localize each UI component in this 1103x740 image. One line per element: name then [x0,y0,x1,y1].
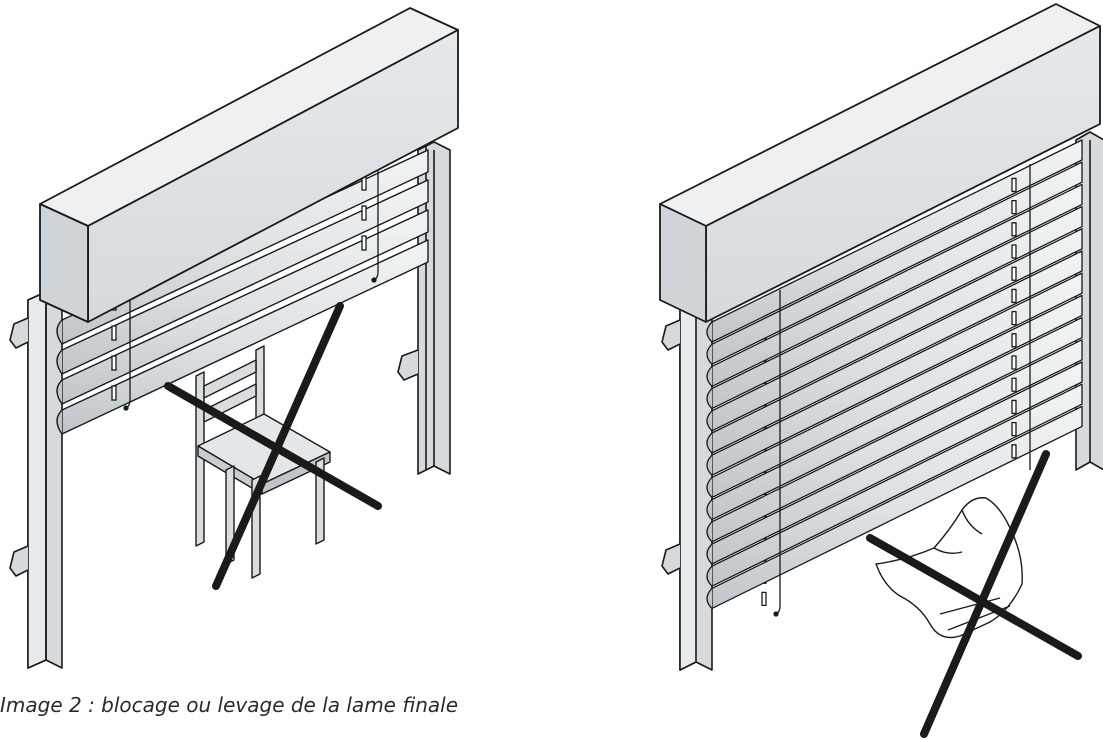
slat-curl [706,499,713,521]
roller-box-right [659,3,1101,323]
slats-left [56,149,429,435]
slat-curl [706,343,713,365]
slat-curl [706,587,713,609]
cord-slot [1011,377,1017,392]
cord-slot [1011,222,1017,237]
cords-right [773,164,1031,617]
roller-box-left [39,7,459,323]
slat-curl [706,321,713,343]
slat-curl [706,454,713,476]
cord-slot [1011,199,1017,215]
blind-left [9,7,459,669]
cord-slot [1011,177,1017,193]
blind-right [659,3,1103,738]
cord-slot [761,591,767,607]
slat-curl [706,476,713,498]
slat-curl [706,543,713,565]
cord-slot [1011,244,1017,259]
chair-icon [195,345,331,579]
cross-right [866,450,1082,738]
cord-slot [1011,333,1017,348]
figure-caption: Image 2 : blocage ou levage de la lame f… [0,693,459,717]
left-post-right [661,297,713,671]
cord-slot [1011,310,1017,326]
slat-curl [706,432,713,454]
slat-curl [706,365,713,387]
cross-left [164,302,382,590]
right-post-right [1075,131,1103,471]
slat-curl [706,388,713,410]
cord-slot [1011,444,1017,459]
slats-right [706,139,1083,610]
slat-curl [706,521,713,543]
left-post [9,291,63,669]
cord-slot [1011,288,1017,304]
cord-slot [1011,266,1017,281]
slat-curl [706,410,713,432]
cord-slot [1011,355,1017,370]
cord-slot [1011,421,1017,437]
slat-curl [706,565,713,587]
cord-slot [1011,399,1017,415]
